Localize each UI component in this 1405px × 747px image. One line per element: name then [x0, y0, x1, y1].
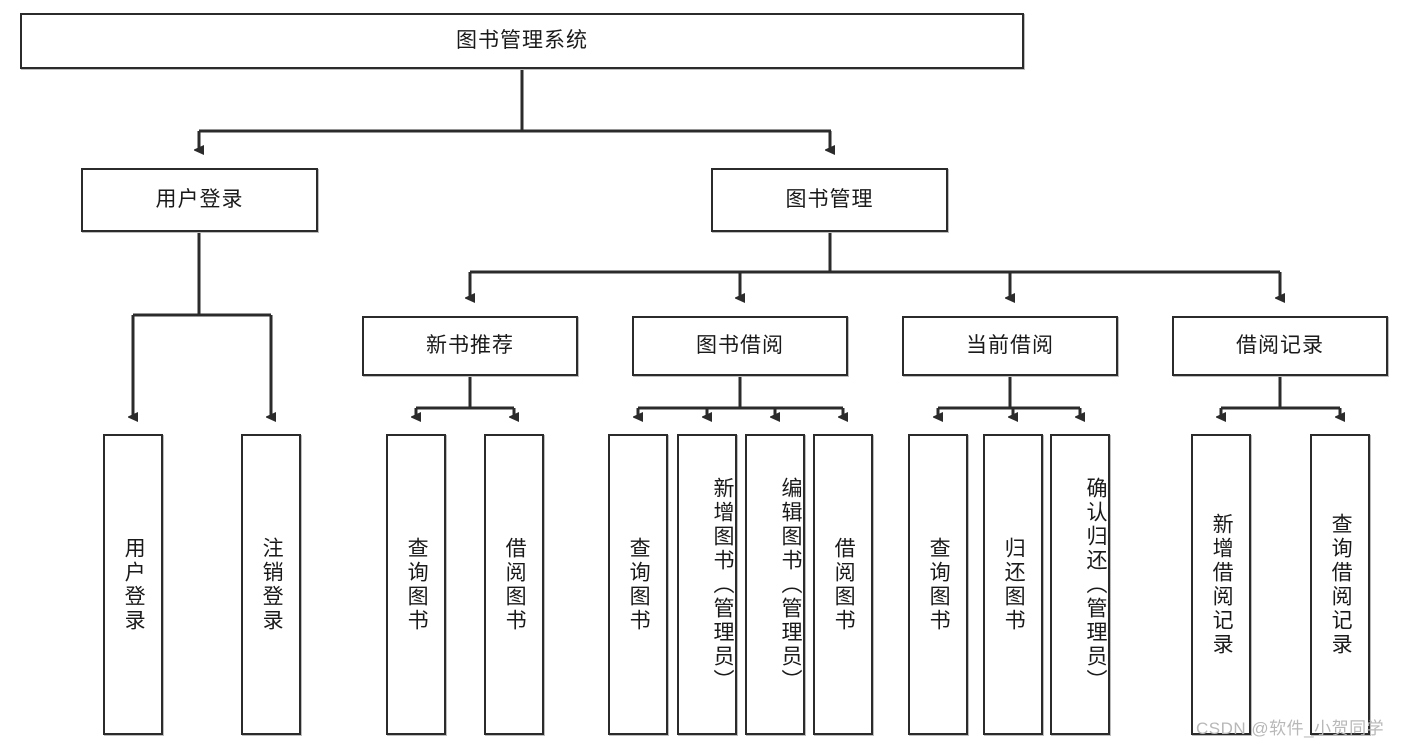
node-leaf-borrow-book-2[interactable]: 借阅图书 [813, 434, 873, 735]
node-leaf-edit-book[interactable]: 编辑图书（管理员） [745, 434, 805, 735]
node-root[interactable]: 图书管理系统 [20, 13, 1024, 69]
node-leaf-query-book-3[interactable]: 查询图书 [908, 434, 968, 735]
node-leaf-user-login[interactable]: 用户登录 [103, 434, 163, 735]
node-leaf-add-book[interactable]: 新增图书（管理员） [677, 434, 737, 735]
node-borrow-record[interactable]: 借阅记录 [1172, 316, 1388, 376]
node-leaf-borrow-book-1[interactable]: 借阅图书 [484, 434, 544, 735]
node-leaf-query-book-2[interactable]: 查询图书 [608, 434, 668, 735]
node-leaf-user-logout[interactable]: 注销登录 [241, 434, 301, 735]
node-leaf-query-book-1[interactable]: 查询图书 [386, 434, 446, 735]
node-book-borrow[interactable]: 图书借阅 [632, 316, 848, 376]
node-leaf-query-record[interactable]: 查询借阅记录 [1310, 434, 1370, 735]
node-leaf-add-record[interactable]: 新增借阅记录 [1191, 434, 1251, 735]
csdn-watermark: CSDN @软件_小贺同学 [1196, 719, 1385, 738]
node-leaf-confirm-return[interactable]: 确认归还（管理员） [1050, 434, 1110, 735]
node-new-book-recommend[interactable]: 新书推荐 [362, 316, 578, 376]
node-current-borrow[interactable]: 当前借阅 [902, 316, 1118, 376]
node-book-manage[interactable]: 图书管理 [711, 168, 948, 232]
node-user-login[interactable]: 用户登录 [81, 168, 318, 232]
node-leaf-return-book[interactable]: 归还图书 [983, 434, 1043, 735]
